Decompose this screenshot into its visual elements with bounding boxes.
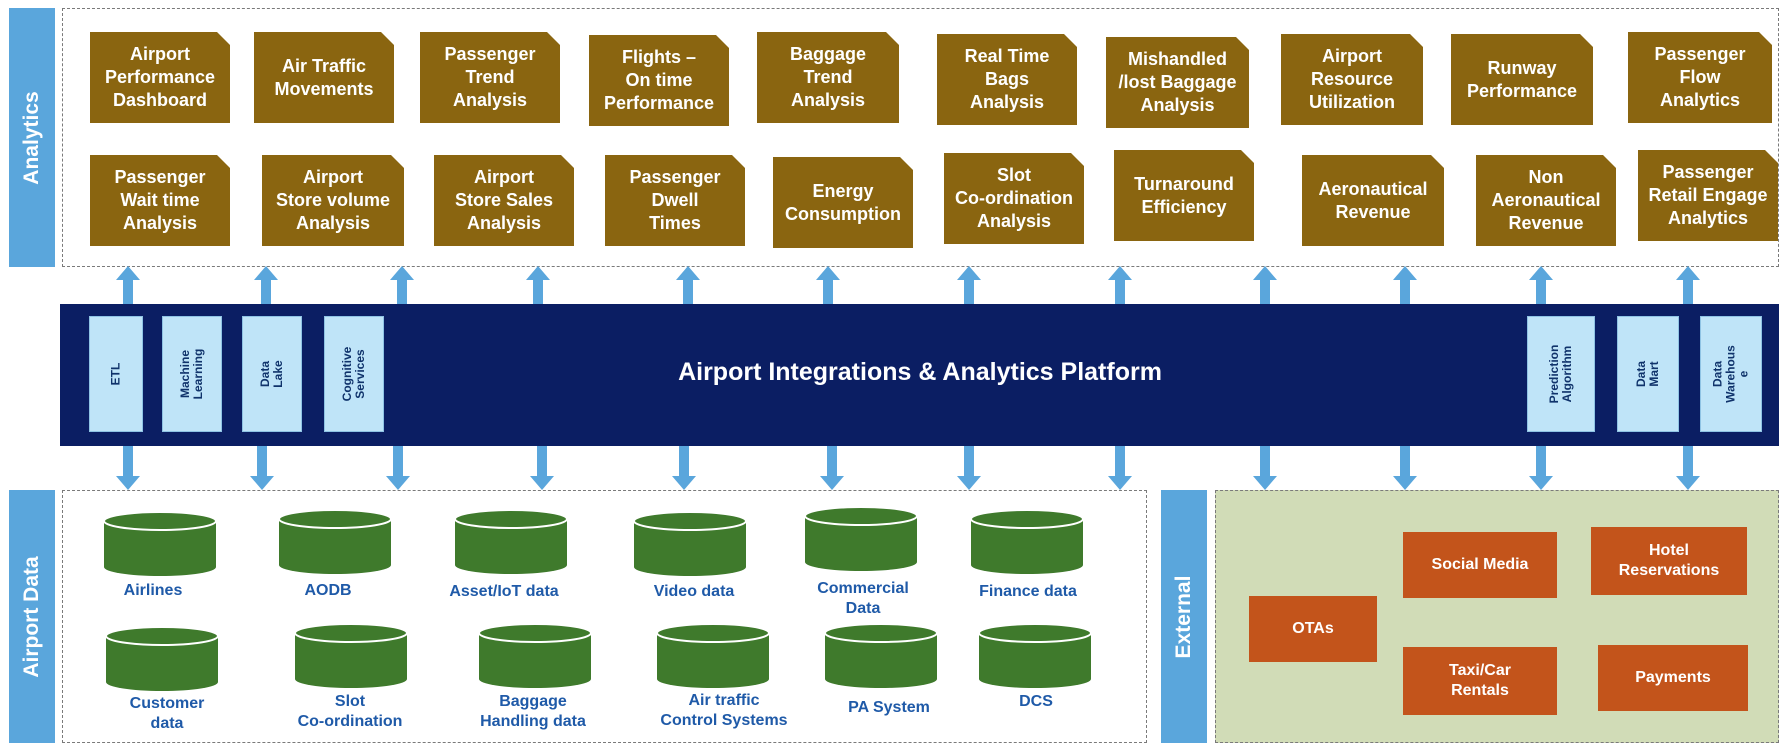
down-arrow-icon bbox=[1676, 446, 1700, 490]
analytics-box: Air Traffic Movements bbox=[254, 32, 394, 123]
analytics-box: Passenger Trend Analysis bbox=[420, 32, 560, 123]
up-arrow-icon bbox=[1253, 266, 1277, 310]
down-arrow-icon bbox=[1108, 446, 1132, 490]
external-section-title: External bbox=[1172, 575, 1195, 658]
database-icon bbox=[278, 509, 392, 574]
up-arrow-icon bbox=[1676, 266, 1700, 310]
database-icon bbox=[824, 623, 938, 688]
analytics-box: Real Time Bags Analysis bbox=[937, 34, 1077, 125]
data-source-label: DCS bbox=[1019, 693, 1053, 710]
down-arrow-icon bbox=[672, 446, 696, 490]
data-source-label: Air traffic Control Systems bbox=[660, 692, 788, 729]
analytics-box: Airport Store Sales Analysis bbox=[434, 155, 574, 246]
down-arrow-icon bbox=[116, 446, 140, 490]
tool-cognitive-services: Cognitive Services bbox=[324, 316, 384, 432]
down-arrow-icon bbox=[957, 446, 981, 490]
database-icon bbox=[294, 623, 408, 688]
data-source-label: Airlines bbox=[123, 582, 183, 599]
analytics-box: Slot Co-ordination Analysis bbox=[944, 153, 1084, 244]
analytics-box: Airport Store volume Analysis bbox=[262, 155, 404, 246]
external-box-social-media: Social Media bbox=[1403, 532, 1557, 598]
up-arrow-icon bbox=[676, 266, 700, 310]
database-icon bbox=[454, 509, 568, 574]
down-arrow-icon bbox=[1253, 446, 1277, 490]
database-icon bbox=[804, 506, 918, 571]
analytics-box: Flights – On time Performance bbox=[589, 35, 729, 126]
down-arrow-icon bbox=[530, 446, 554, 490]
data-source-label: Finance data bbox=[979, 583, 1077, 600]
database-icon bbox=[656, 623, 770, 688]
analytics-side-label: Analytics bbox=[9, 8, 55, 267]
up-arrow-icon bbox=[1108, 266, 1132, 310]
tool-data-warehouse: Data Warehous e bbox=[1700, 316, 1762, 432]
analytics-box: Airport Resource Utilization bbox=[1281, 34, 1423, 125]
data-source-label: Customer data bbox=[129, 695, 205, 732]
external-box-taxi-car-rentals: Taxi/Car Rentals bbox=[1403, 647, 1557, 715]
tool-data-mart: Data Mart bbox=[1617, 316, 1679, 432]
analytics-box: Airport Performance Dashboard bbox=[90, 32, 230, 123]
up-arrow-icon bbox=[1529, 266, 1553, 310]
up-arrow-icon bbox=[390, 266, 414, 310]
external-box-payments: Payments bbox=[1598, 645, 1748, 711]
database-icon bbox=[978, 623, 1092, 688]
data-source-label: PA System bbox=[848, 699, 930, 716]
external-box-otas: OTAs bbox=[1249, 596, 1377, 662]
analytics-box: Non Aeronautical Revenue bbox=[1476, 155, 1616, 246]
database-icon bbox=[103, 511, 217, 576]
data-source-label: Baggage Handling data bbox=[480, 693, 586, 730]
airport-data-section-title: Airport Data bbox=[20, 555, 43, 678]
analytics-section-title: Analytics bbox=[20, 90, 43, 185]
platform-title: Airport Integrations & Analytics Platfor… bbox=[678, 358, 1162, 386]
airport-data-side-label: Airport Data bbox=[9, 490, 55, 743]
database-icon bbox=[478, 623, 592, 688]
down-arrow-icon bbox=[1529, 446, 1553, 490]
tool-data-lake: Data Lake bbox=[242, 316, 302, 432]
analytics-box: Mishandled /lost Baggage Analysis bbox=[1106, 37, 1249, 128]
data-source-label: Slot Co-ordination bbox=[297, 693, 403, 730]
analytics-box: Passenger Retail Engage Analytics bbox=[1638, 150, 1778, 241]
up-arrow-icon bbox=[116, 266, 140, 310]
external-box-hotel-reservations: Hotel Reservations bbox=[1591, 527, 1747, 595]
analytics-box: Passenger Flow Analytics bbox=[1628, 32, 1772, 123]
up-arrow-icon bbox=[957, 266, 981, 310]
analytics-box: Energy Consumption bbox=[773, 157, 913, 248]
down-arrow-icon bbox=[386, 446, 410, 490]
database-icon bbox=[970, 509, 1084, 574]
analytics-box: Aeronautical Revenue bbox=[1302, 155, 1444, 246]
data-source-label: Asset/IoT data bbox=[449, 583, 559, 600]
analytics-box: Passenger Dwell Times bbox=[605, 155, 745, 246]
up-arrow-icon bbox=[816, 266, 840, 310]
tool-etl: ETL bbox=[89, 316, 143, 432]
tool-prediction-algorithm: Prediction Algorithm bbox=[1527, 316, 1595, 432]
down-arrow-icon bbox=[250, 446, 274, 490]
database-icon bbox=[633, 511, 747, 576]
data-source-label: AODB bbox=[304, 582, 352, 599]
database-icon bbox=[105, 626, 219, 691]
analytics-box: Passenger Wait time Analysis bbox=[90, 155, 230, 246]
data-source-label: Commercial Data bbox=[817, 580, 909, 617]
down-arrow-icon bbox=[820, 446, 844, 490]
analytics-box: Baggage Trend Analysis bbox=[757, 32, 899, 123]
analytics-box: Turnaround Efficiency bbox=[1114, 150, 1254, 241]
up-arrow-icon bbox=[526, 266, 550, 310]
analytics-box: Runway Performance bbox=[1451, 34, 1593, 125]
down-arrow-icon bbox=[1393, 446, 1417, 490]
external-side-label: External bbox=[1161, 490, 1207, 743]
up-arrow-icon bbox=[254, 266, 278, 310]
tool-machine-learning: Machine Learning bbox=[162, 316, 222, 432]
data-source-label: Video data bbox=[653, 583, 735, 600]
up-arrow-icon bbox=[1393, 266, 1417, 310]
